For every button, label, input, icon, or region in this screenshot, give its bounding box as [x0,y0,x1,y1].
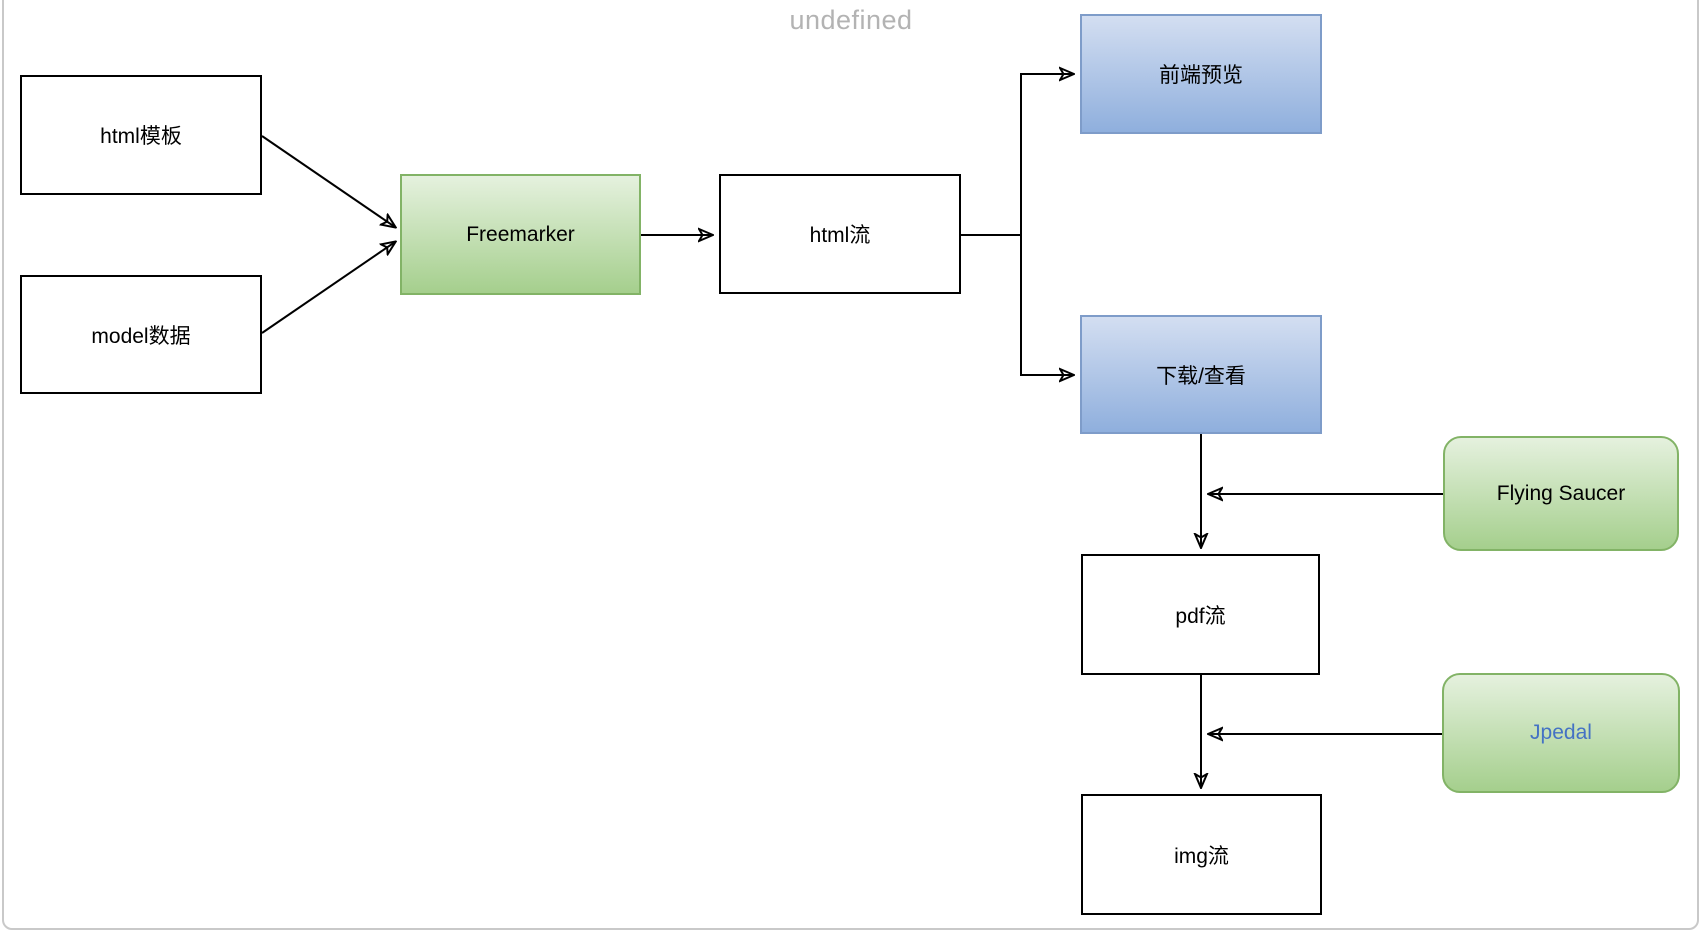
edge-model-data-to-freemarker [261,242,395,334]
node-html-template[interactable]: html模板 [20,75,262,195]
node-img-stream[interactable]: img流 [1081,794,1322,915]
node-flying-saucer-label: Flying Saucer [1496,481,1626,505]
node-html-stream[interactable]: html流 [719,174,961,294]
node-freemarker-label: Freemarker [466,222,575,246]
node-jpedal[interactable]: Jpedal [1442,673,1680,793]
node-jpedal-label: Jpedal [1530,721,1592,744]
diagram-title: undefined [789,5,913,35]
node-img-stream-label: img流 [1174,844,1229,868]
node-frontend-preview[interactable]: 前端预览 [1080,14,1322,134]
node-html-template-label: html模板 [100,125,182,148]
node-html-stream-label: html流 [809,224,871,247]
node-freemarker[interactable]: Freemarker [400,174,641,295]
node-download-view-label: 下载/查看 [1156,364,1246,388]
node-model-data-label: model数据 [91,324,191,348]
node-model-data[interactable]: model数据 [20,275,262,394]
edge-html-template-to-freemarker [261,135,395,227]
node-pdf-stream[interactable]: pdf流 [1081,554,1320,675]
node-frontend-preview-label: 前端预览 [1159,64,1243,87]
edge-html-stream-to-download-view [1020,235,1073,375]
node-flying-saucer[interactable]: Flying Saucer [1443,436,1679,551]
node-download-view[interactable]: 下载/查看 [1080,315,1322,434]
node-pdf-stream-label: pdf流 [1175,604,1226,628]
edge-html-stream-to-frontend-preview [1020,74,1073,235]
